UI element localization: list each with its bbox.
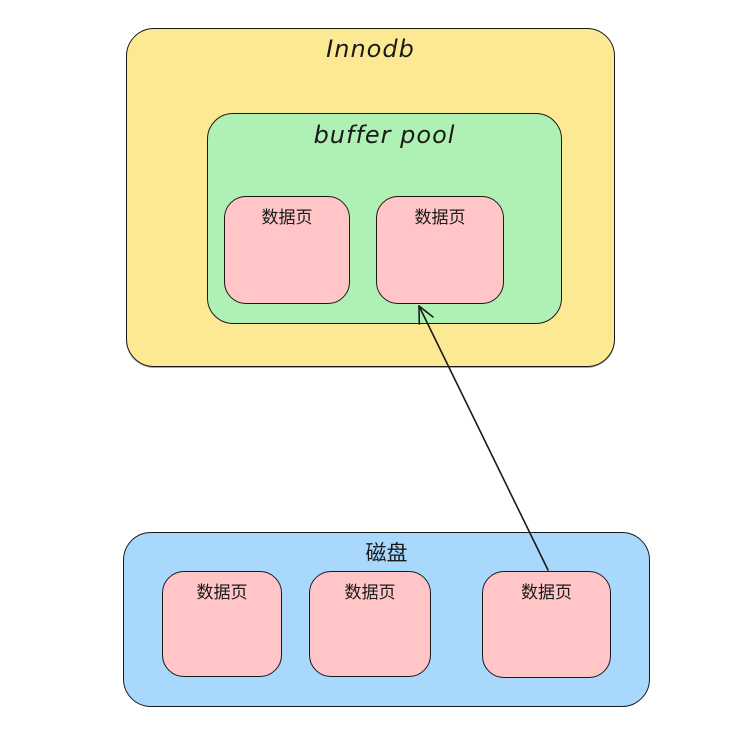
- disk-data-page-2: 数据页: [309, 571, 431, 677]
- disk-data-page-3-label: 数据页: [521, 583, 572, 603]
- disk-container: 磁盘 数据页 数据页 数据页: [123, 532, 650, 707]
- innodb-label: Innodb: [326, 35, 415, 63]
- innodb-container: Innodb buffer pool 数据页 数据页: [126, 28, 615, 367]
- buffer-pool-label: buffer pool: [313, 121, 456, 149]
- disk-data-page-2-label: 数据页: [344, 583, 396, 603]
- buffer-pool-container: buffer pool 数据页 数据页: [207, 113, 562, 324]
- buffer-pool-data-page-1: 数据页: [224, 196, 350, 304]
- disk-data-page-3: 数据页: [482, 571, 611, 678]
- buffer-pool-data-page-2: 数据页: [376, 196, 504, 304]
- buffer-pool-data-page-1-label: 数据页: [261, 208, 313, 228]
- disk-label: 磁盘: [365, 541, 408, 565]
- buffer-pool-data-page-2-label: 数据页: [414, 208, 466, 228]
- disk-data-page-1-label: 数据页: [196, 583, 248, 603]
- disk-data-page-1: 数据页: [162, 571, 282, 677]
